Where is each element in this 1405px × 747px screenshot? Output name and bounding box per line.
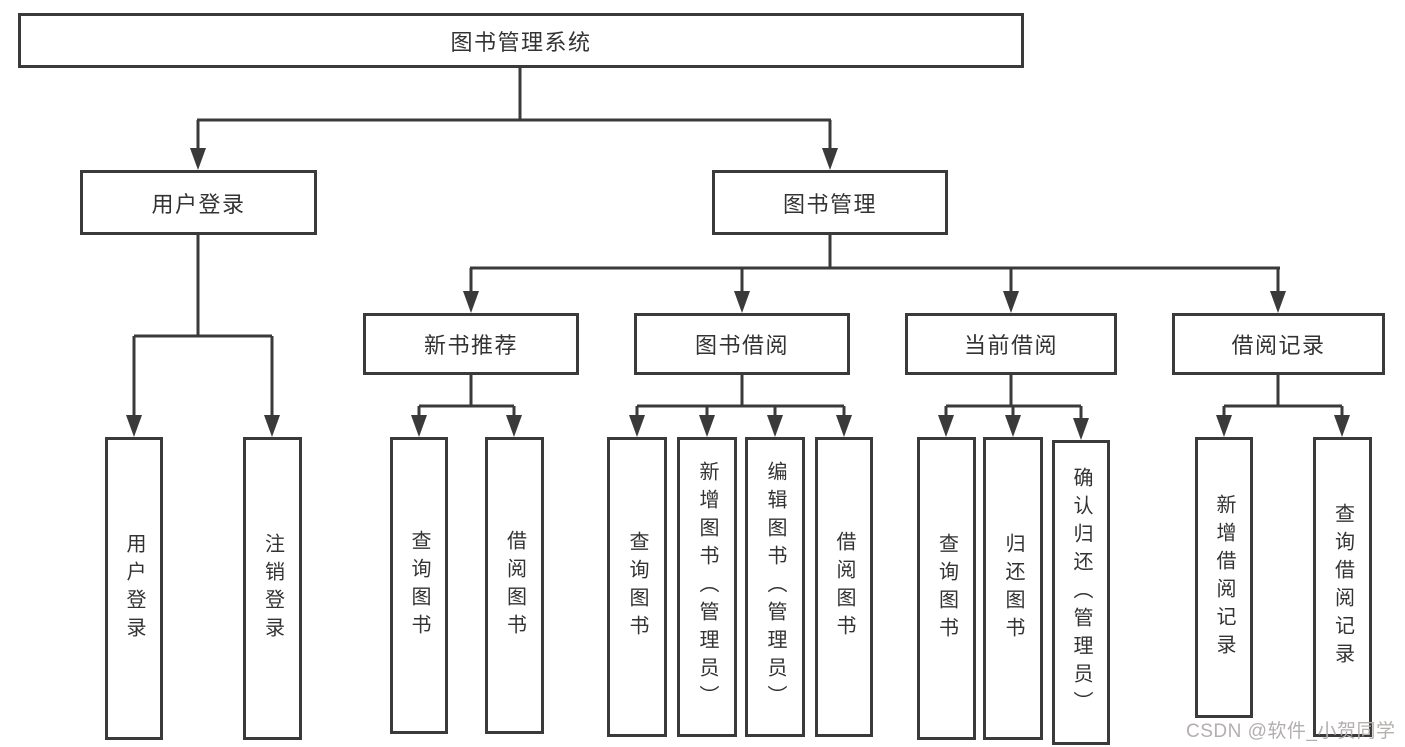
node-borrow-query-books-label: 查询图书 (626, 531, 648, 643)
node-records-query-record: 查询借阅记录 (1313, 437, 1372, 737)
node-borrow-add-books-admin-label: 新增图书（管理员） (696, 461, 718, 713)
node-current-confirm-return-admin: 确认归还（管理员） (1052, 440, 1110, 745)
node-current-return-books: 归还图书 (983, 437, 1043, 740)
node-library-system: 图书管理系统 (18, 13, 1024, 68)
arrowhead (1334, 415, 1350, 437)
arrowhead (938, 415, 954, 437)
node-newbook-query-books-label: 查询图书 (408, 529, 430, 642)
node-user-login-action-label: 用户登录 (123, 532, 145, 645)
node-book-borrowing: 图书借阅 (634, 313, 850, 375)
node-library-system-label: 图书管理系统 (450, 29, 592, 55)
node-current-return-books-label: 归还图书 (1002, 532, 1024, 645)
node-borrow-borrow-books-label: 借阅图书 (833, 531, 855, 643)
node-borrow-edit-books-admin-label: 编辑图书（管理员） (764, 461, 786, 713)
node-borrowing-records: 借阅记录 (1172, 313, 1385, 375)
node-current-borrowing-label: 当前借阅 (963, 333, 1058, 358)
arrowhead (699, 415, 715, 437)
node-user-login: 用户登录 (80, 170, 317, 235)
arrowhead (1270, 291, 1286, 313)
node-user-login-label: 用户登录 (151, 191, 246, 217)
node-borrow-borrow-books: 借阅图书 (815, 437, 873, 737)
arrowhead (734, 291, 750, 313)
node-records-add-record: 新增借阅记录 (1195, 437, 1253, 718)
arrowhead (1005, 415, 1021, 437)
arrowhead (822, 148, 838, 170)
node-borrowing-records-label: 借阅记录 (1231, 333, 1326, 358)
arrowhead (411, 415, 427, 437)
arrowhead (463, 291, 479, 313)
node-user-login-action: 用户登录 (105, 437, 163, 740)
arrowhead (1073, 418, 1089, 440)
node-book-borrowing-label: 图书借阅 (694, 333, 789, 358)
arrowhead (836, 415, 852, 437)
node-newbook-query-books: 查询图书 (390, 437, 448, 734)
node-current-borrowing: 当前借阅 (905, 313, 1117, 375)
node-records-query-record-label: 查询借阅记录 (1331, 503, 1354, 671)
node-records-add-record-label: 新增借阅记录 (1213, 493, 1235, 662)
node-current-confirm-return-admin-label: 确认归还（管理员） (1070, 466, 1092, 719)
node-logout-action-label: 注销登录 (261, 532, 284, 645)
arrowhead (1003, 291, 1019, 313)
node-borrow-add-books-admin: 新增图书（管理员） (677, 437, 737, 737)
node-current-query-books: 查询图书 (917, 437, 976, 740)
node-logout-action: 注销登录 (243, 437, 302, 740)
node-newbook-borrow-books: 借阅图书 (485, 437, 544, 734)
node-current-query-books-label: 查询图书 (935, 532, 958, 645)
node-new-book-recommend: 新书推荐 (363, 313, 579, 375)
arrowhead (126, 415, 142, 437)
arrowhead (767, 415, 783, 437)
watermark: CSDN @软件_小贺同学 (1186, 721, 1396, 742)
node-new-book-recommend-label: 新书推荐 (423, 333, 518, 358)
node-borrow-query-books: 查询图书 (607, 437, 667, 737)
arrowhead (1216, 415, 1232, 437)
arrowhead (190, 148, 206, 170)
node-borrow-edit-books-admin: 编辑图书（管理员） (745, 437, 805, 737)
node-newbook-borrow-books-label: 借阅图书 (503, 529, 526, 642)
arrowhead (264, 415, 280, 437)
arrowhead (629, 415, 645, 437)
node-book-management-label: 图书管理 (782, 191, 877, 217)
arrowhead (506, 415, 522, 437)
node-book-management: 图书管理 (712, 170, 948, 235)
